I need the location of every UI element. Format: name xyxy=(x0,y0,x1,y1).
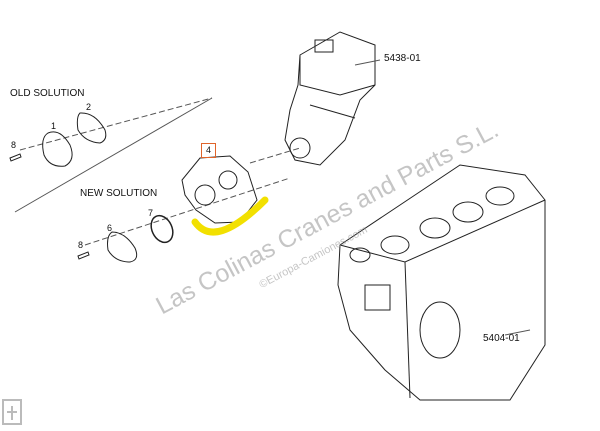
old-bolt-icon xyxy=(9,153,22,162)
divider-line xyxy=(14,97,213,213)
part-number-6: 6 xyxy=(107,223,113,233)
logo-icon xyxy=(2,399,22,425)
engine-block-leader-line xyxy=(504,329,531,336)
engine-block-icon xyxy=(337,164,546,401)
compressor-leader-line xyxy=(354,59,381,66)
new-oring-icon xyxy=(150,214,174,244)
compressor-ref-label: 5438-01 xyxy=(384,53,421,64)
engine-block-ref-label: 5404-01 xyxy=(483,333,520,344)
new-bolt-icon xyxy=(77,251,90,260)
old-axis-line xyxy=(19,97,213,151)
part-number-7: 7 xyxy=(148,208,154,218)
new-cover-icon xyxy=(107,231,138,263)
part-number-8-old: 8 xyxy=(11,140,17,150)
old-gasket-icon xyxy=(42,131,73,167)
part-number-1: 1 xyxy=(51,121,57,131)
part-number-2: 2 xyxy=(86,102,92,112)
old-solution-label: OLD SOLUTION xyxy=(10,88,85,99)
new-solution-label: NEW SOLUTION xyxy=(80,188,158,199)
pump-icon xyxy=(181,155,258,224)
old-cover-icon xyxy=(76,112,107,144)
highlight-arc xyxy=(191,196,269,236)
part-number-4-callout[interactable]: 4 xyxy=(201,143,216,158)
part-number-8-new: 8 xyxy=(78,240,84,250)
compressor-icon xyxy=(284,31,376,166)
